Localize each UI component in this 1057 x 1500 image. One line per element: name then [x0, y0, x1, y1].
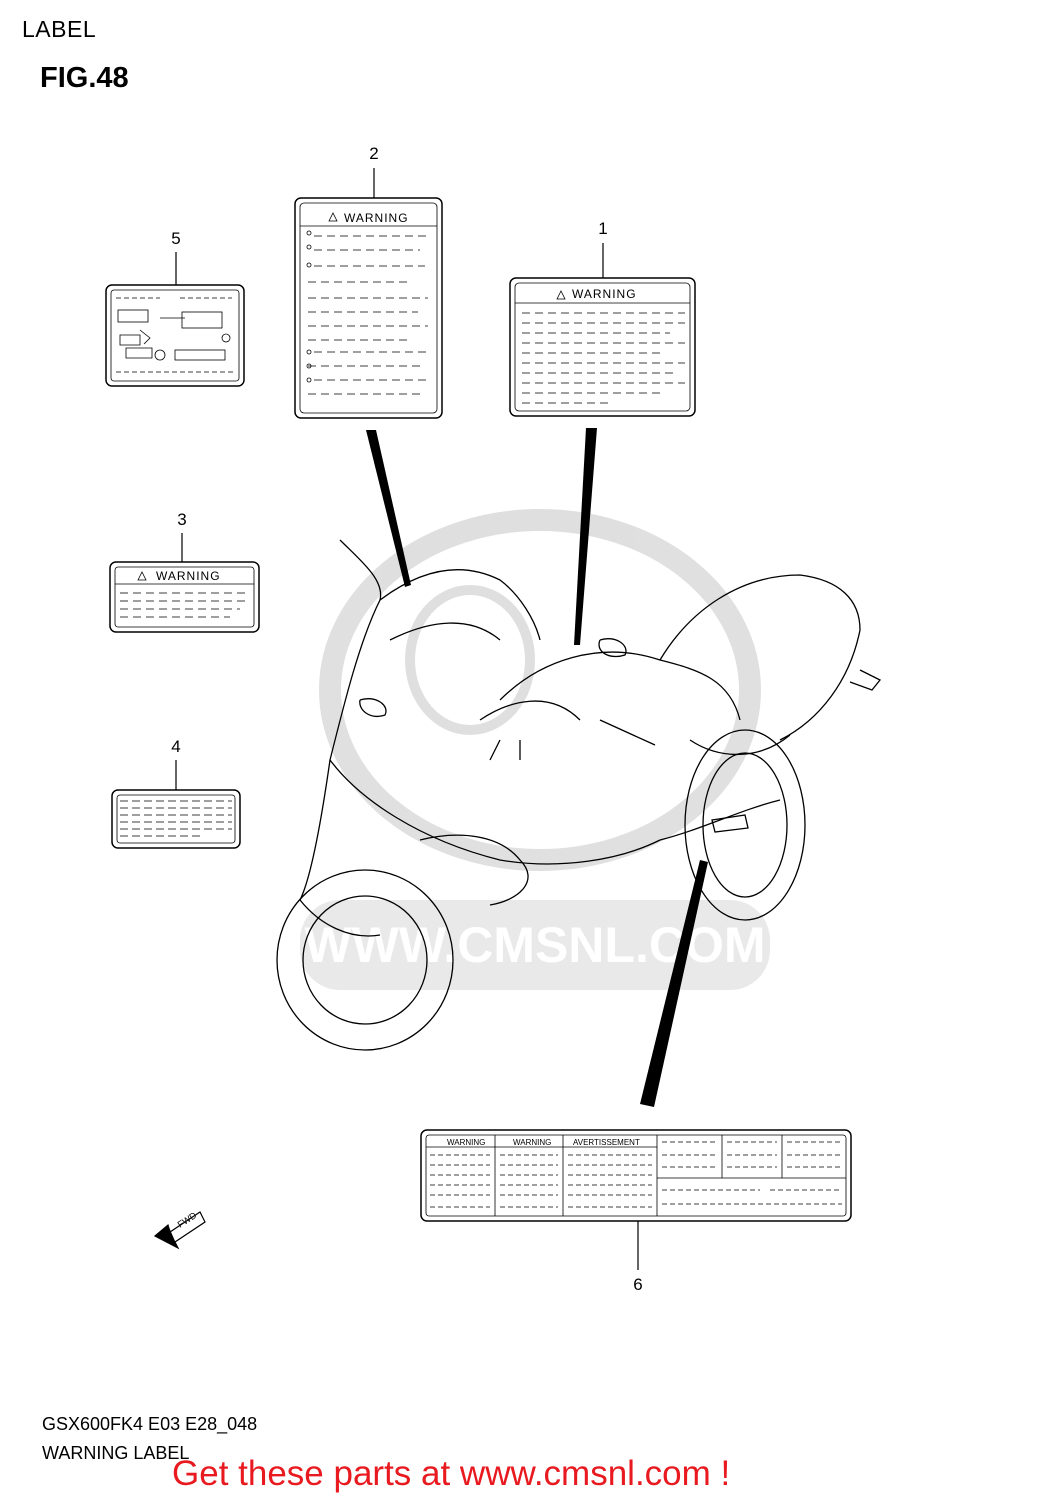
label-5-drawing [105, 284, 245, 387]
pointer-label-2 [366, 430, 411, 587]
callout-1: 1 [598, 219, 608, 238]
callout-6: 6 [633, 1275, 643, 1294]
label-6-drawing: WARNING WARNING AVERTISSEMENT [420, 1129, 852, 1222]
label-3-drawing: WARNING [109, 561, 260, 633]
figure-title: FIG.48 [40, 62, 129, 94]
label-4-drawing [111, 789, 241, 849]
label-1-warning-text: WARNING [572, 287, 637, 301]
diagram-code: GSX600FK4 E03 E28_048 [42, 1414, 258, 1434]
watermark-text: WWW.CMSNL.COM [304, 917, 765, 973]
callout-4: 4 [171, 737, 181, 756]
callout-2: 2 [369, 144, 379, 163]
diagram-caption: WARNING LABEL [42, 1443, 190, 1463]
label-3-warning-text: WARNING [156, 569, 221, 583]
callout-3: 3 [177, 510, 187, 529]
label-2-drawing: WARNING [294, 197, 443, 419]
parts-link[interactable]: Get these parts at www.cmsnl.com ! [172, 1454, 731, 1493]
motorcycle-outline [276, 539, 882, 1051]
pointer-label-6 [640, 860, 708, 1107]
callout-5: 5 [171, 229, 181, 248]
label-6-warning-text-a: WARNING [447, 1138, 485, 1147]
watermark-logo: WWW.CMSNL.COM [300, 509, 770, 990]
label-2-warning-text: WARNING [344, 211, 409, 225]
label-1-drawing: WARNING [509, 277, 696, 417]
section-label: LABEL [22, 16, 97, 42]
label-6-avertissement-text: AVERTISSEMENT [573, 1138, 640, 1147]
forward-arrow-icon: FWD [153, 1210, 206, 1250]
pointer-label-1 [574, 428, 597, 645]
label-6-warning-text-b: WARNING [513, 1138, 551, 1147]
